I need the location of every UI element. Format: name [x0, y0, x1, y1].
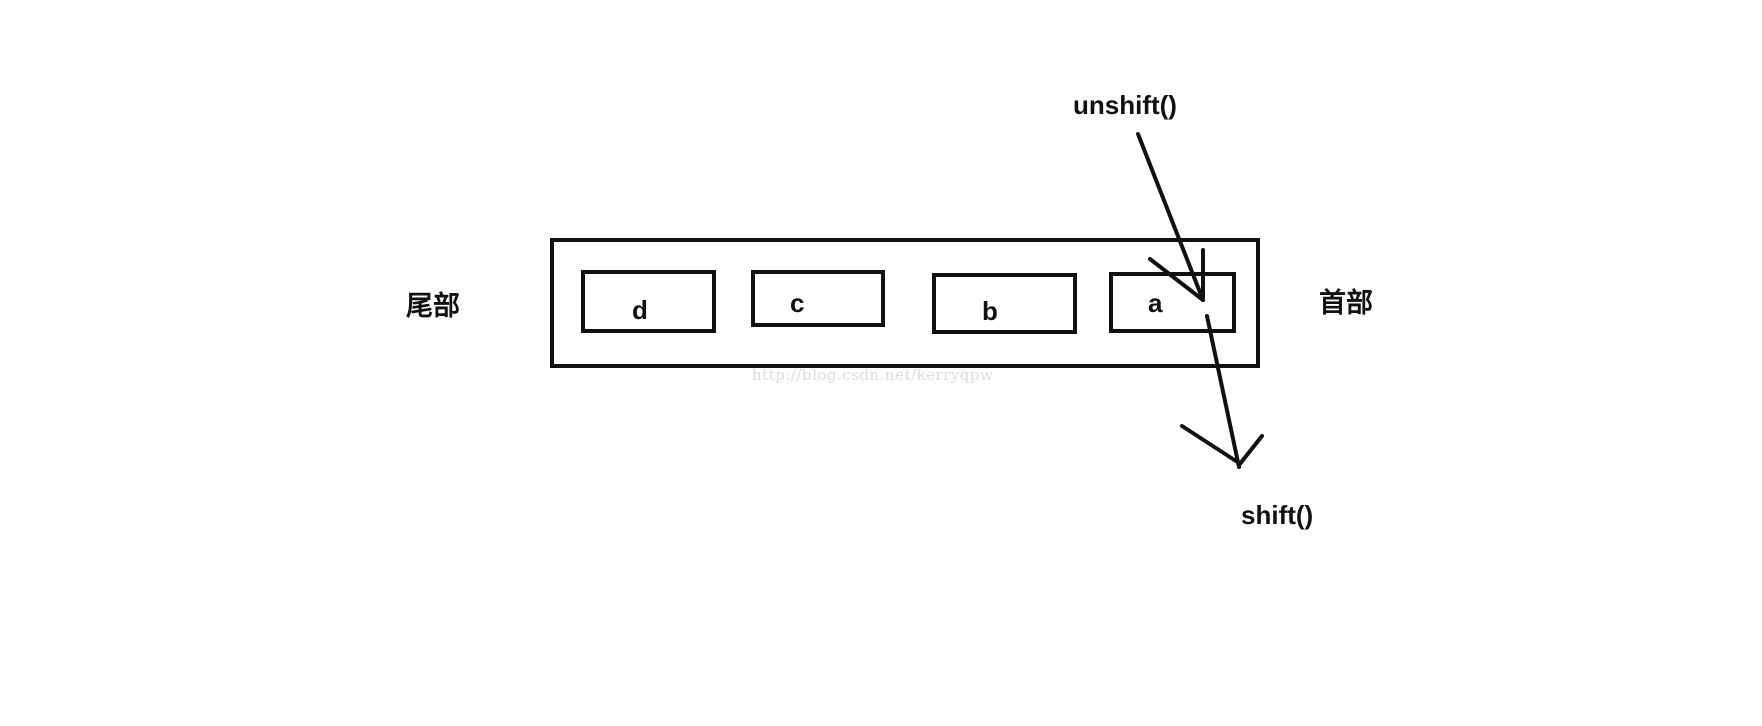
queue-cell-c-box: [751, 270, 885, 327]
unshift-arrow: [1136, 132, 1205, 302]
tail-label: 尾部: [406, 291, 460, 322]
queue-container: [550, 238, 1260, 368]
unshift-label: unshift(): [1073, 90, 1177, 120]
head-label: 首部: [1319, 288, 1373, 319]
queue-cell-b-box: [932, 273, 1077, 334]
queue-cell-d-label: d: [632, 295, 648, 325]
shift-label: shift(): [1241, 500, 1314, 530]
queue-cell-d-box: [581, 270, 716, 333]
watermark-text: http://blog.csdn.net/kerryqpw: [752, 366, 994, 384]
shift-arrow: [1180, 314, 1264, 469]
queue-cell-b-label: b: [982, 296, 998, 326]
queue-cell-a-label: a: [1148, 288, 1163, 318]
queue-cell-a-box: [1109, 272, 1236, 333]
queue-cell-c-label: c: [790, 288, 805, 318]
